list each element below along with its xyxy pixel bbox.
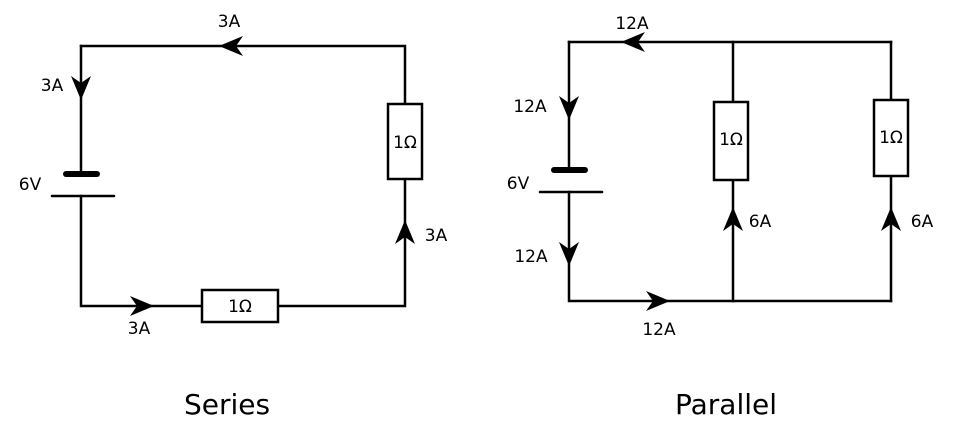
series-resistor-right <box>386 102 424 181</box>
parallel-arrow-branch-1-up <box>723 207 743 231</box>
parallel-arrow-left-down-upper <box>559 96 579 120</box>
series-circuit: 1Ω 1Ω 3A 3A 6V 3A 3A Series <box>19 12 448 421</box>
parallel-battery <box>538 167 604 194</box>
parallel-circuit: 1Ω 1Ω 12A 12A 6V 12A 12A 6A 6A Parallel <box>507 14 934 421</box>
series-title: Series <box>184 388 270 421</box>
series-battery <box>50 171 116 198</box>
series-resistor-right-label: 1Ω <box>393 133 417 153</box>
series-arrow-top-left <box>219 36 243 56</box>
series-arrow-left-down <box>71 76 91 100</box>
series-current-top: 3A <box>218 12 241 32</box>
parallel-resistor-2-label: 1Ω <box>879 128 903 148</box>
series-voltage: 6V <box>19 175 42 195</box>
series-current-left: 3A <box>41 76 64 96</box>
series-resistor-bottom <box>200 288 280 324</box>
parallel-current-bottom: 12A <box>642 320 676 340</box>
parallel-resistor-1 <box>712 100 750 182</box>
parallel-resistor-2 <box>872 98 910 178</box>
parallel-title: Parallel <box>675 388 777 421</box>
parallel-arrow-branch-2-up <box>881 207 901 231</box>
parallel-current-left-top: 12A <box>513 97 547 117</box>
parallel-arrow-bottom-right <box>646 291 670 311</box>
series-wire-top <box>79 44 407 106</box>
parallel-current-left-bottom: 12A <box>514 247 548 267</box>
parallel-resistor-1-label: 1Ω <box>719 130 743 150</box>
series-wire-left-lower <box>79 194 204 308</box>
series-current-bottom: 3A <box>128 319 151 339</box>
series-wire-bottom-right <box>276 177 407 308</box>
parallel-voltage: 6V <box>507 174 530 194</box>
parallel-current-top: 12A <box>615 14 649 34</box>
series-current-right: 3A <box>425 226 448 246</box>
series-arrow-bottom-right <box>130 296 154 316</box>
parallel-arrow-top-left <box>621 32 645 52</box>
parallel-current-branch-2: 6A <box>911 212 934 232</box>
series-arrow-right-up <box>395 220 415 244</box>
parallel-wire-left-lower <box>567 190 893 303</box>
parallel-arrow-left-down-lower <box>559 242 579 266</box>
parallel-current-branch-1: 6A <box>749 212 772 232</box>
series-resistor-bottom-label: 1Ω <box>228 297 252 317</box>
